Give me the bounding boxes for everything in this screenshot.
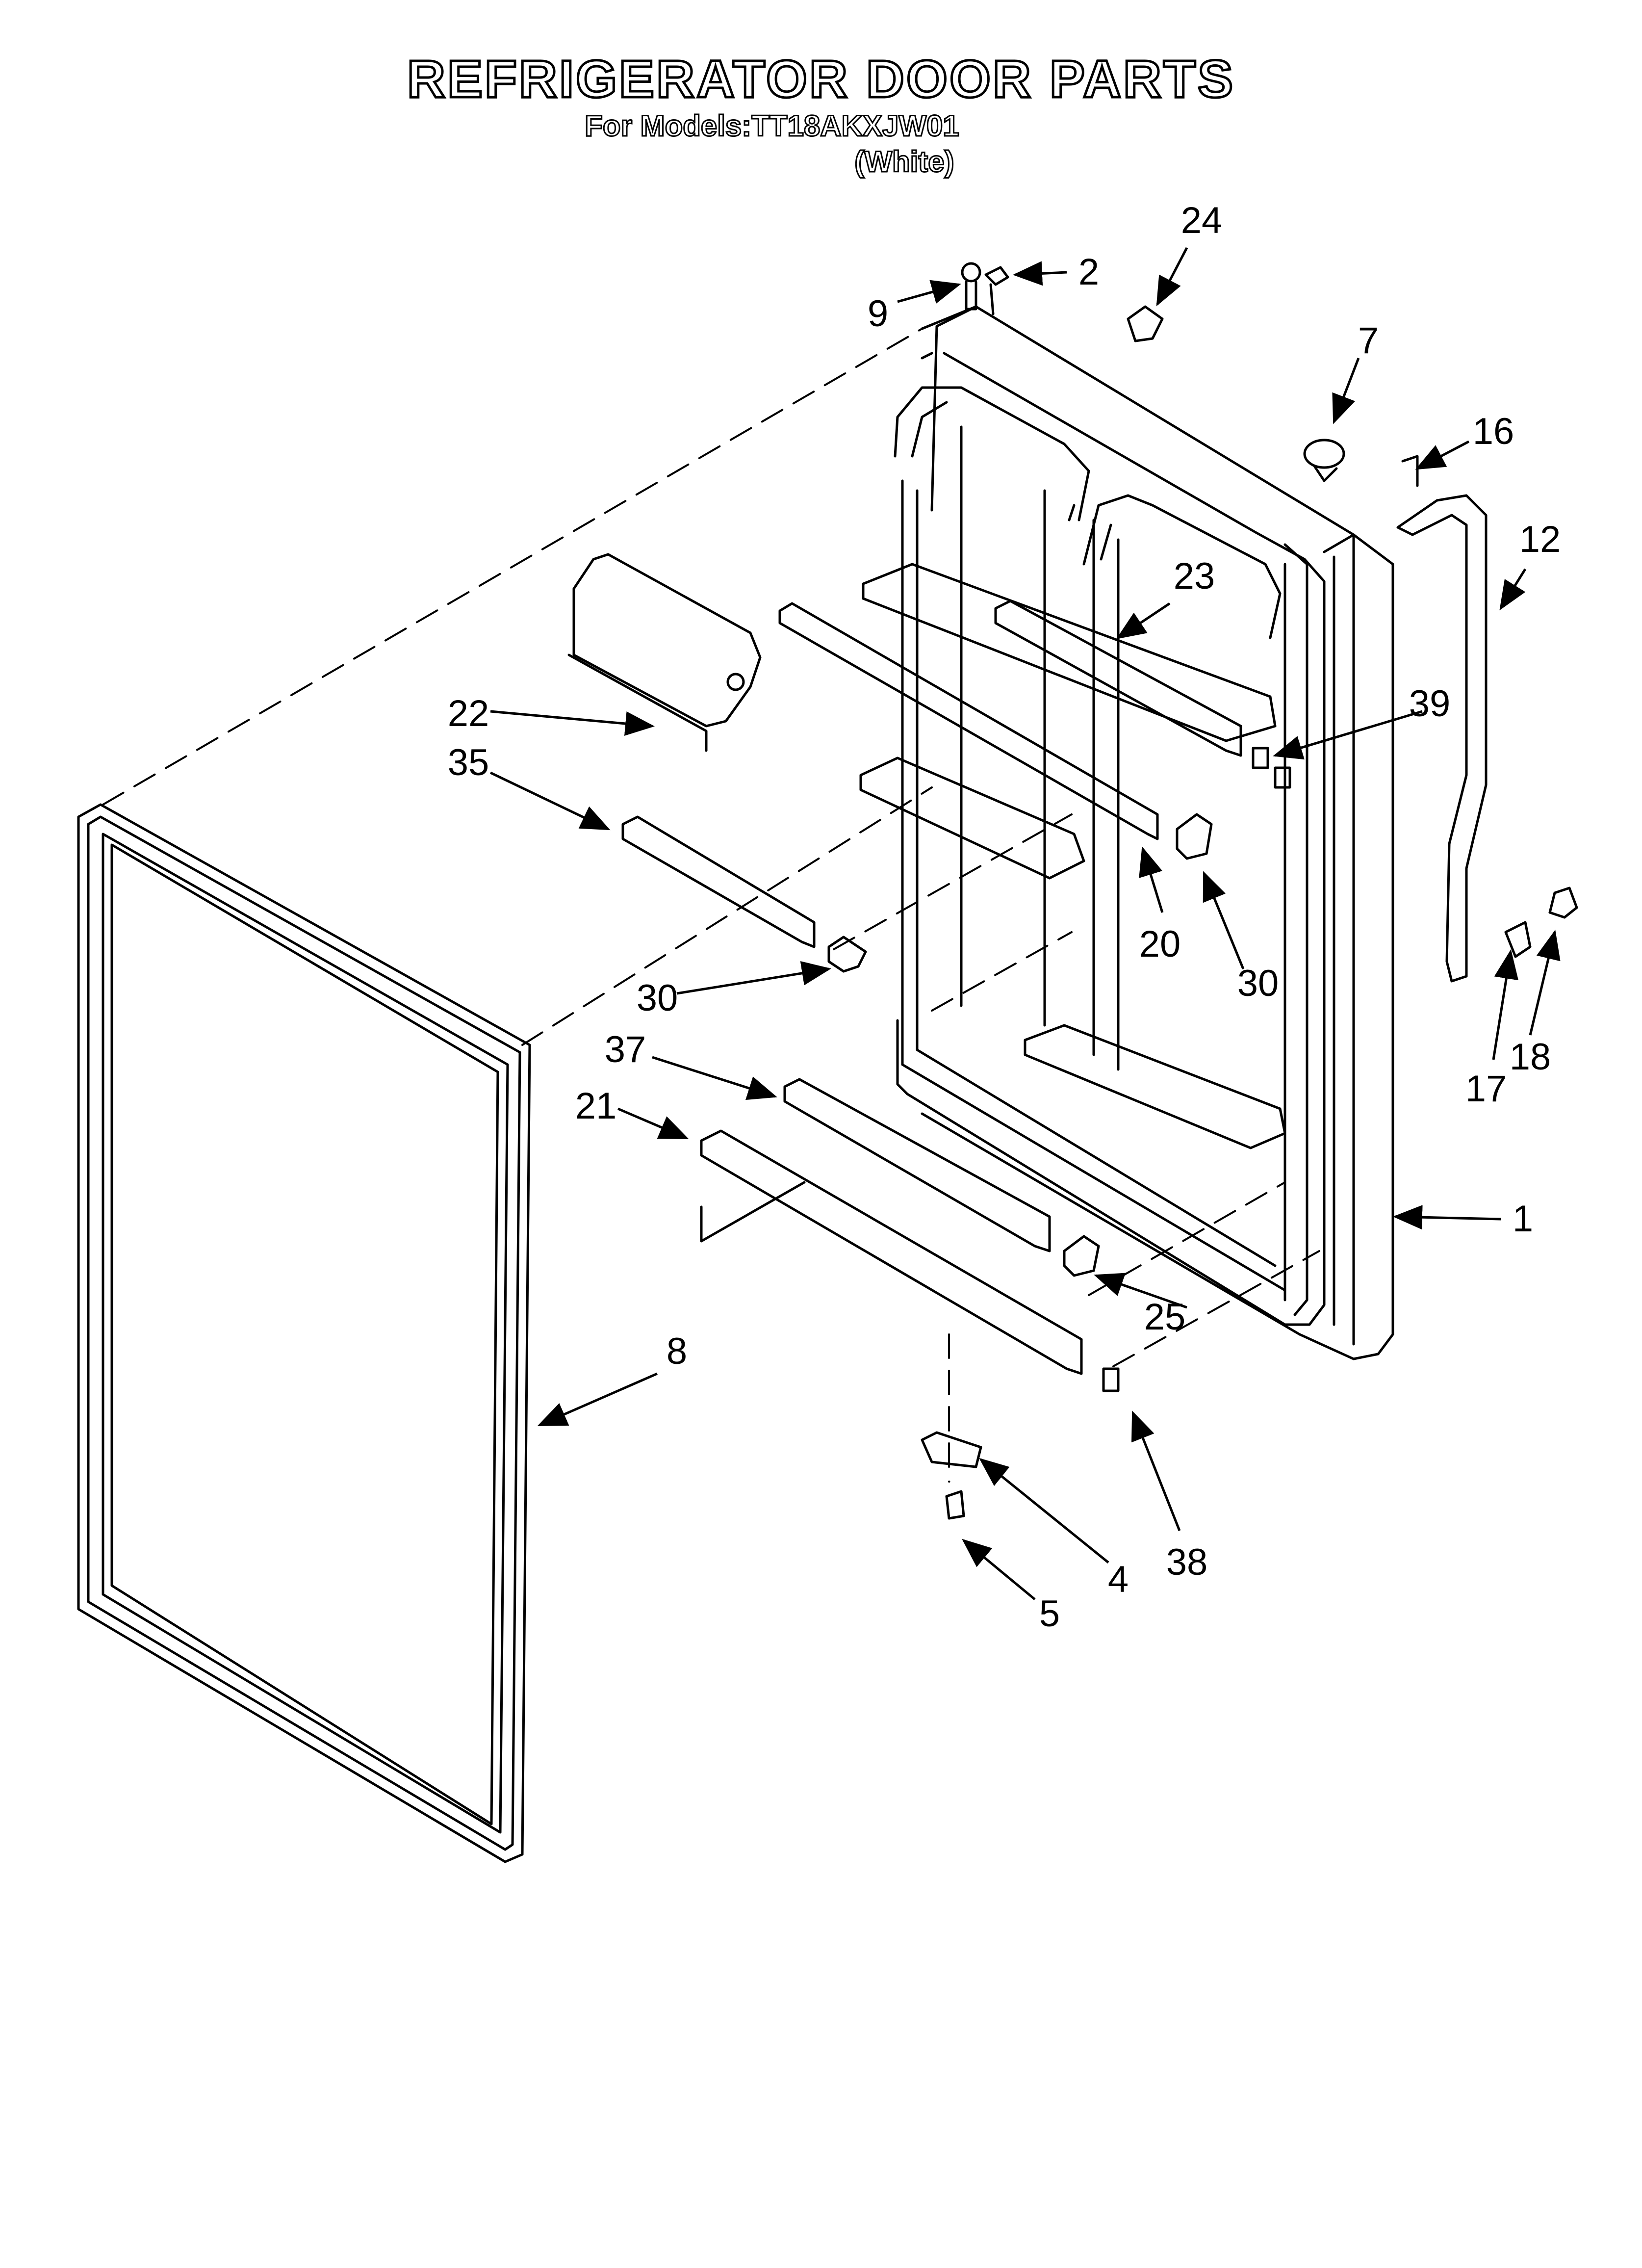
callout-35: 35 <box>448 742 489 783</box>
shelf-bar-20 <box>778 602 1159 840</box>
shelf-bar-35 <box>621 815 816 948</box>
model-number: For Models:TT18AKXJW01 <box>584 109 960 143</box>
shelf-bar-23 <box>994 600 1242 757</box>
upper-shelf <box>862 563 1277 742</box>
callout-7: 7 <box>1358 320 1379 362</box>
door-inner-liner <box>896 352 1326 1326</box>
callout-25: 25 <box>1144 1296 1186 1338</box>
callout-30-left: 30 <box>637 977 678 1019</box>
callout-22: 22 <box>448 693 489 734</box>
callout-38: 38 <box>1166 1541 1208 1583</box>
door-handle <box>1396 494 1488 983</box>
door-outer <box>921 305 1394 1360</box>
door-gasket <box>77 803 531 1863</box>
callout-12: 12 <box>1519 519 1561 560</box>
middle-shelf <box>859 756 1085 880</box>
dairy-door <box>567 553 762 752</box>
callout-24: 24 <box>1181 200 1223 241</box>
callout-9: 9 <box>868 293 888 335</box>
callout-18: 18 <box>1510 1036 1551 1078</box>
callout-8: 8 <box>667 1330 687 1372</box>
callout-37: 37 <box>605 1029 646 1070</box>
callout-labels: 24 2 9 7 16 12 23 39 22 35 20 30 30 17 1… <box>448 200 1561 1635</box>
callout-4: 4 <box>1108 1559 1129 1600</box>
hardware <box>921 262 1578 1520</box>
page-title: REFRIGERATOR DOOR PARTS <box>406 48 1235 110</box>
callout-39: 39 <box>1409 683 1451 725</box>
callout-23: 23 <box>1174 555 1215 597</box>
callout-30-right: 30 <box>1237 963 1279 1004</box>
callout-5: 5 <box>1039 1593 1060 1635</box>
shelf-bar-37 <box>783 1078 1051 1252</box>
leader-arrows <box>489 247 1561 1600</box>
callout-21: 21 <box>575 1085 617 1127</box>
callout-2: 2 <box>1078 251 1099 293</box>
shelf-bar-21 <box>700 1129 1083 1375</box>
dairy-compartment <box>894 386 1282 639</box>
callout-20: 20 <box>1139 923 1181 965</box>
alignment-lines <box>102 328 1320 1483</box>
callout-16: 16 <box>1473 411 1514 452</box>
color-variant: (White) <box>854 145 955 179</box>
callout-17: 17 <box>1465 1068 1507 1110</box>
lower-shelf <box>1024 1024 1286 1149</box>
callout-1: 1 <box>1513 1198 1533 1240</box>
